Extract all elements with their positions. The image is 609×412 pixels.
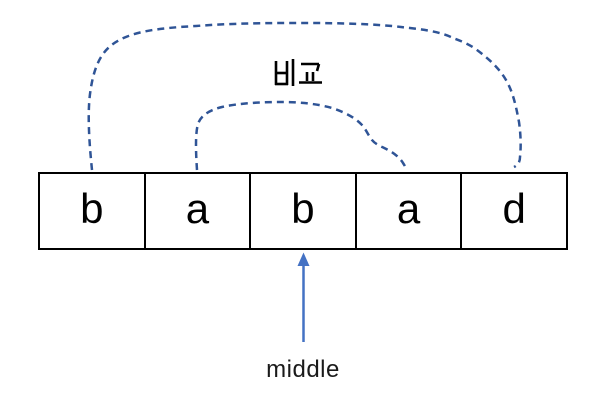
array-cell-4: d: [462, 174, 566, 248]
cell-letter: a: [396, 185, 421, 232]
array-box: b a b a d: [38, 172, 568, 250]
array-cell-1: a: [146, 174, 252, 248]
comparison-glyph-stroke: [315, 63, 321, 72]
cell-letter: b: [291, 185, 315, 232]
array-cell-0: b: [40, 174, 146, 248]
outer-comparison-arc: [87, 21, 522, 171]
array-cell-3: a: [357, 174, 463, 248]
middle-pointer-arrow: [297, 252, 310, 342]
inner-comparison-arc: [194, 100, 408, 171]
cell-letter: d: [502, 185, 526, 232]
comparison-label: [274, 59, 322, 86]
middle-pointer-arrowhead: [297, 252, 310, 266]
array-cell-2: b: [251, 174, 357, 248]
cell-letter: b: [80, 185, 104, 232]
cell-letter: a: [185, 185, 210, 232]
middle-label: middle: [266, 356, 340, 383]
